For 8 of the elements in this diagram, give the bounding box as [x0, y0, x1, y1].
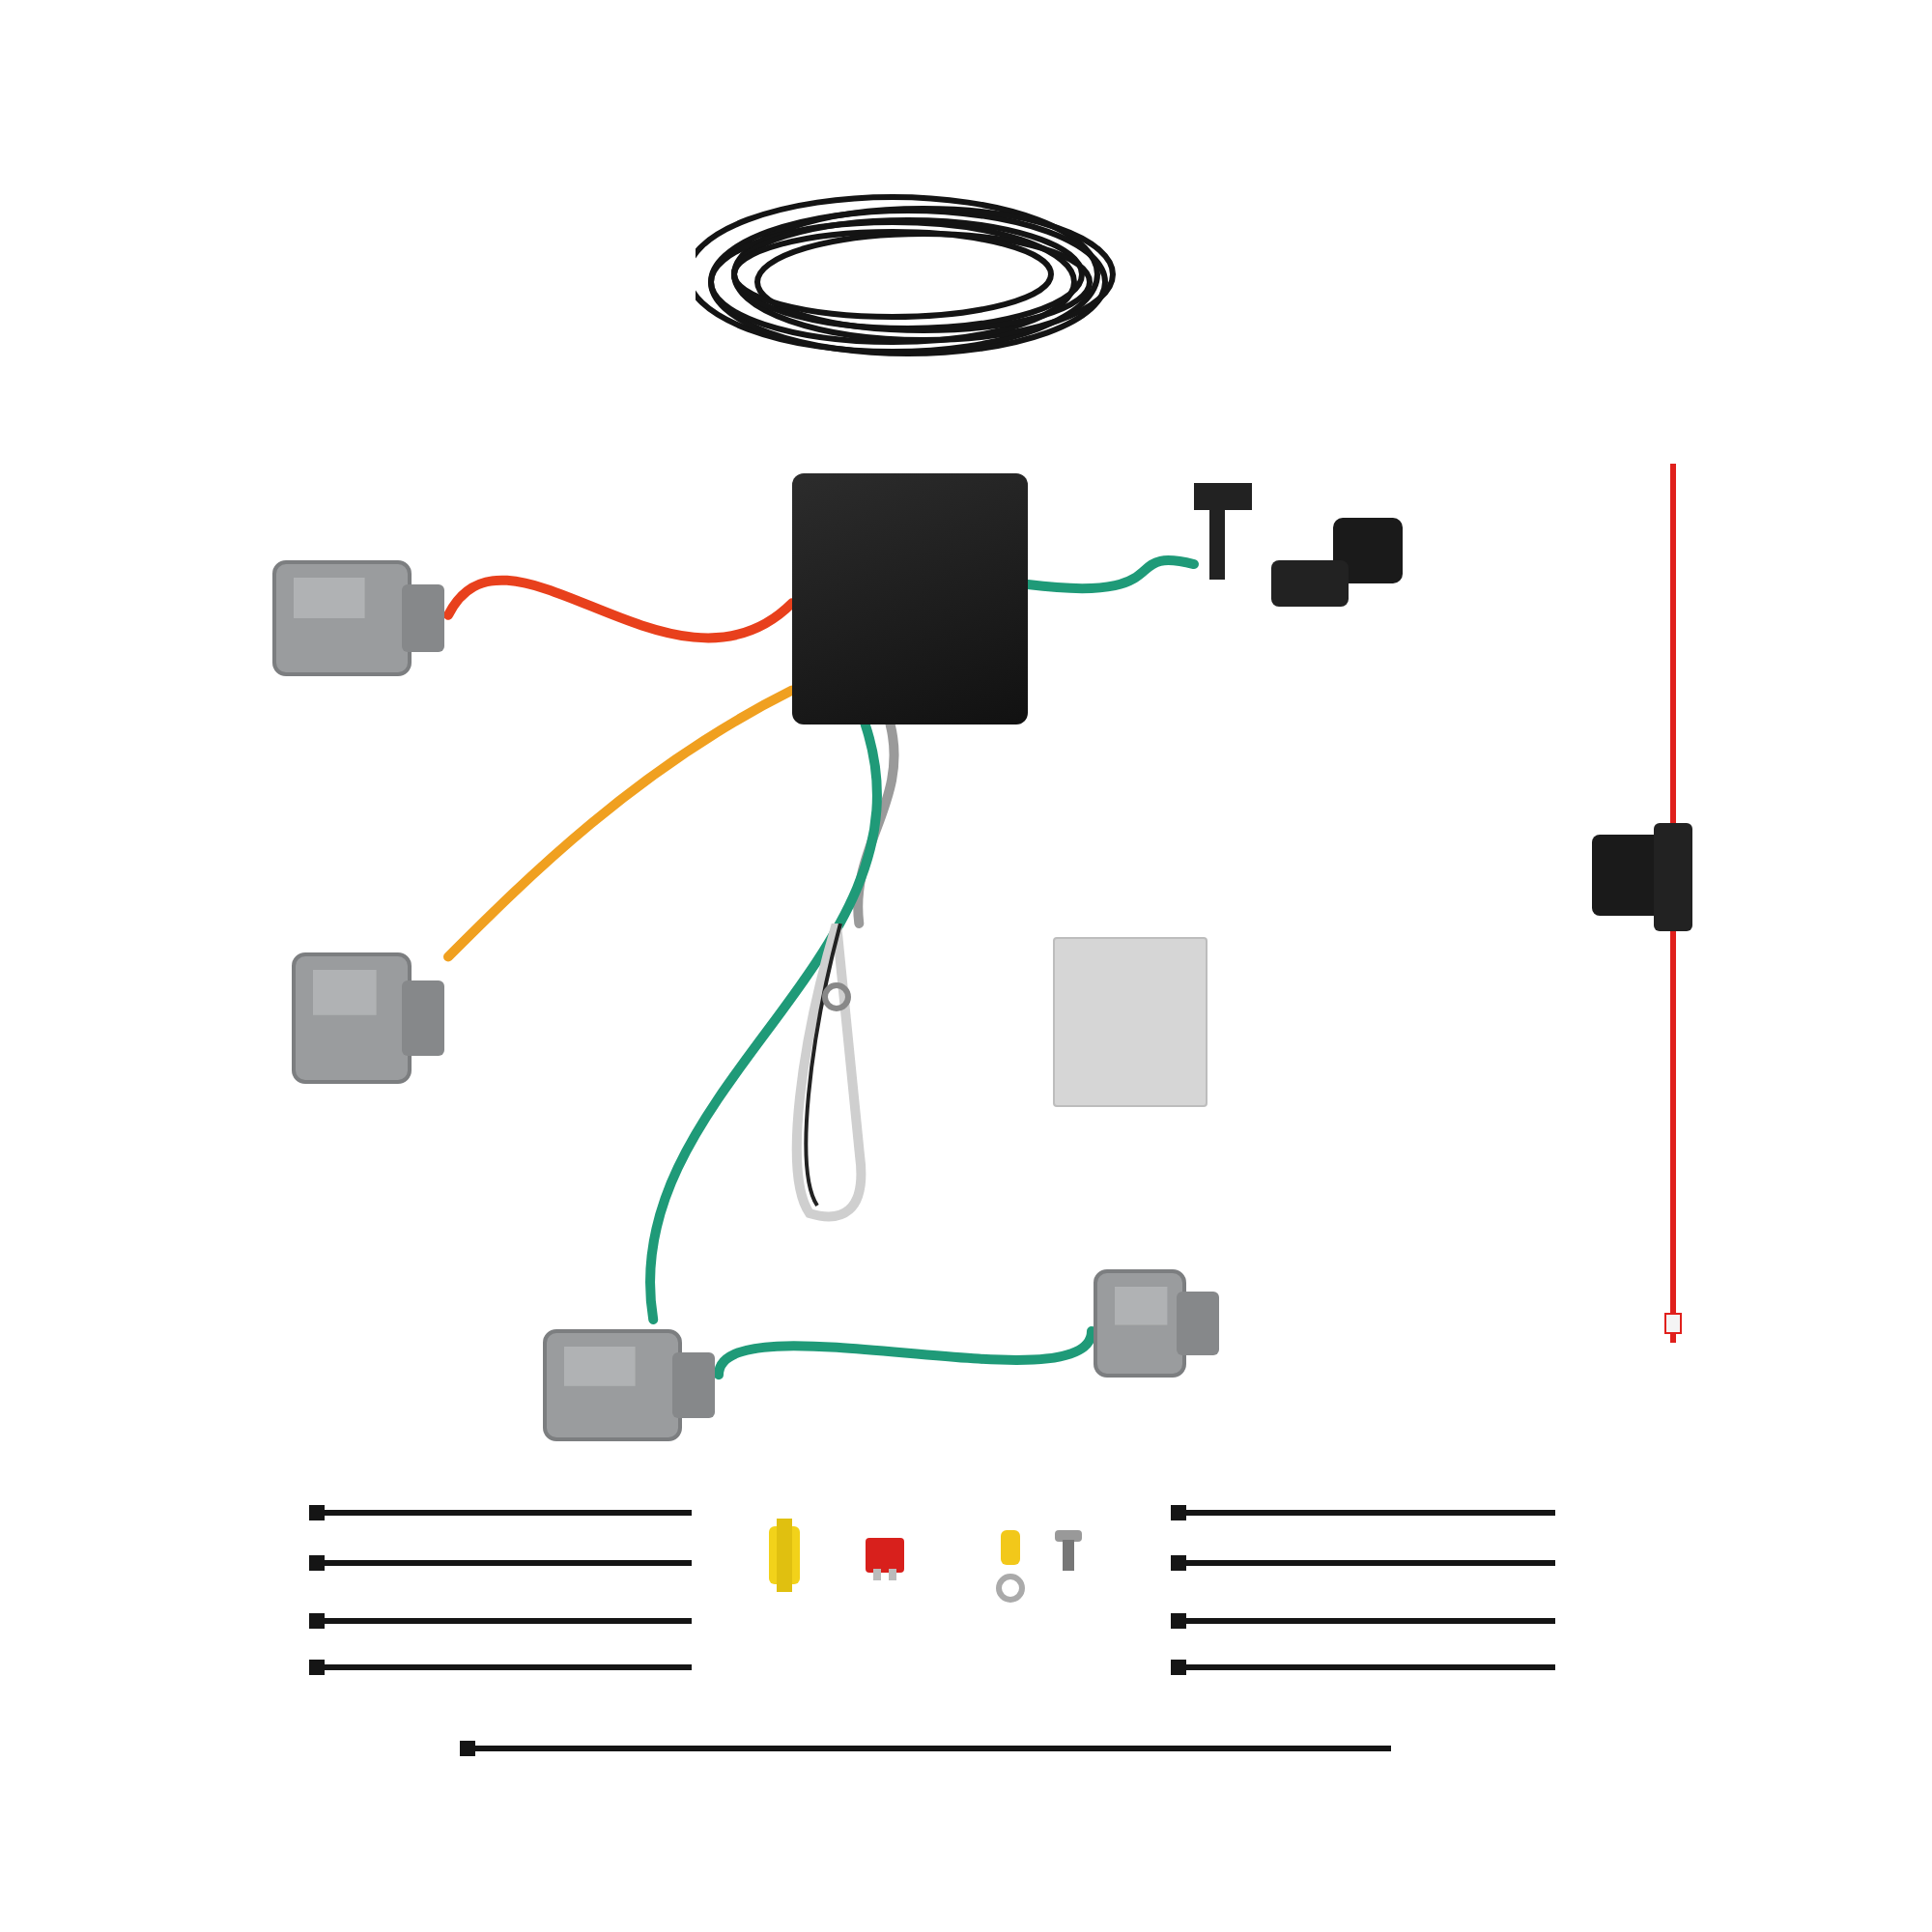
wire: [853, 720, 899, 928]
wire: [443, 685, 797, 962]
control-module: [792, 473, 1028, 724]
wire: [645, 720, 882, 1324]
wire: [1023, 555, 1199, 594]
adhesive-pad: [1053, 937, 1208, 1107]
wire: [443, 576, 797, 642]
wire: [714, 1325, 1096, 1380]
